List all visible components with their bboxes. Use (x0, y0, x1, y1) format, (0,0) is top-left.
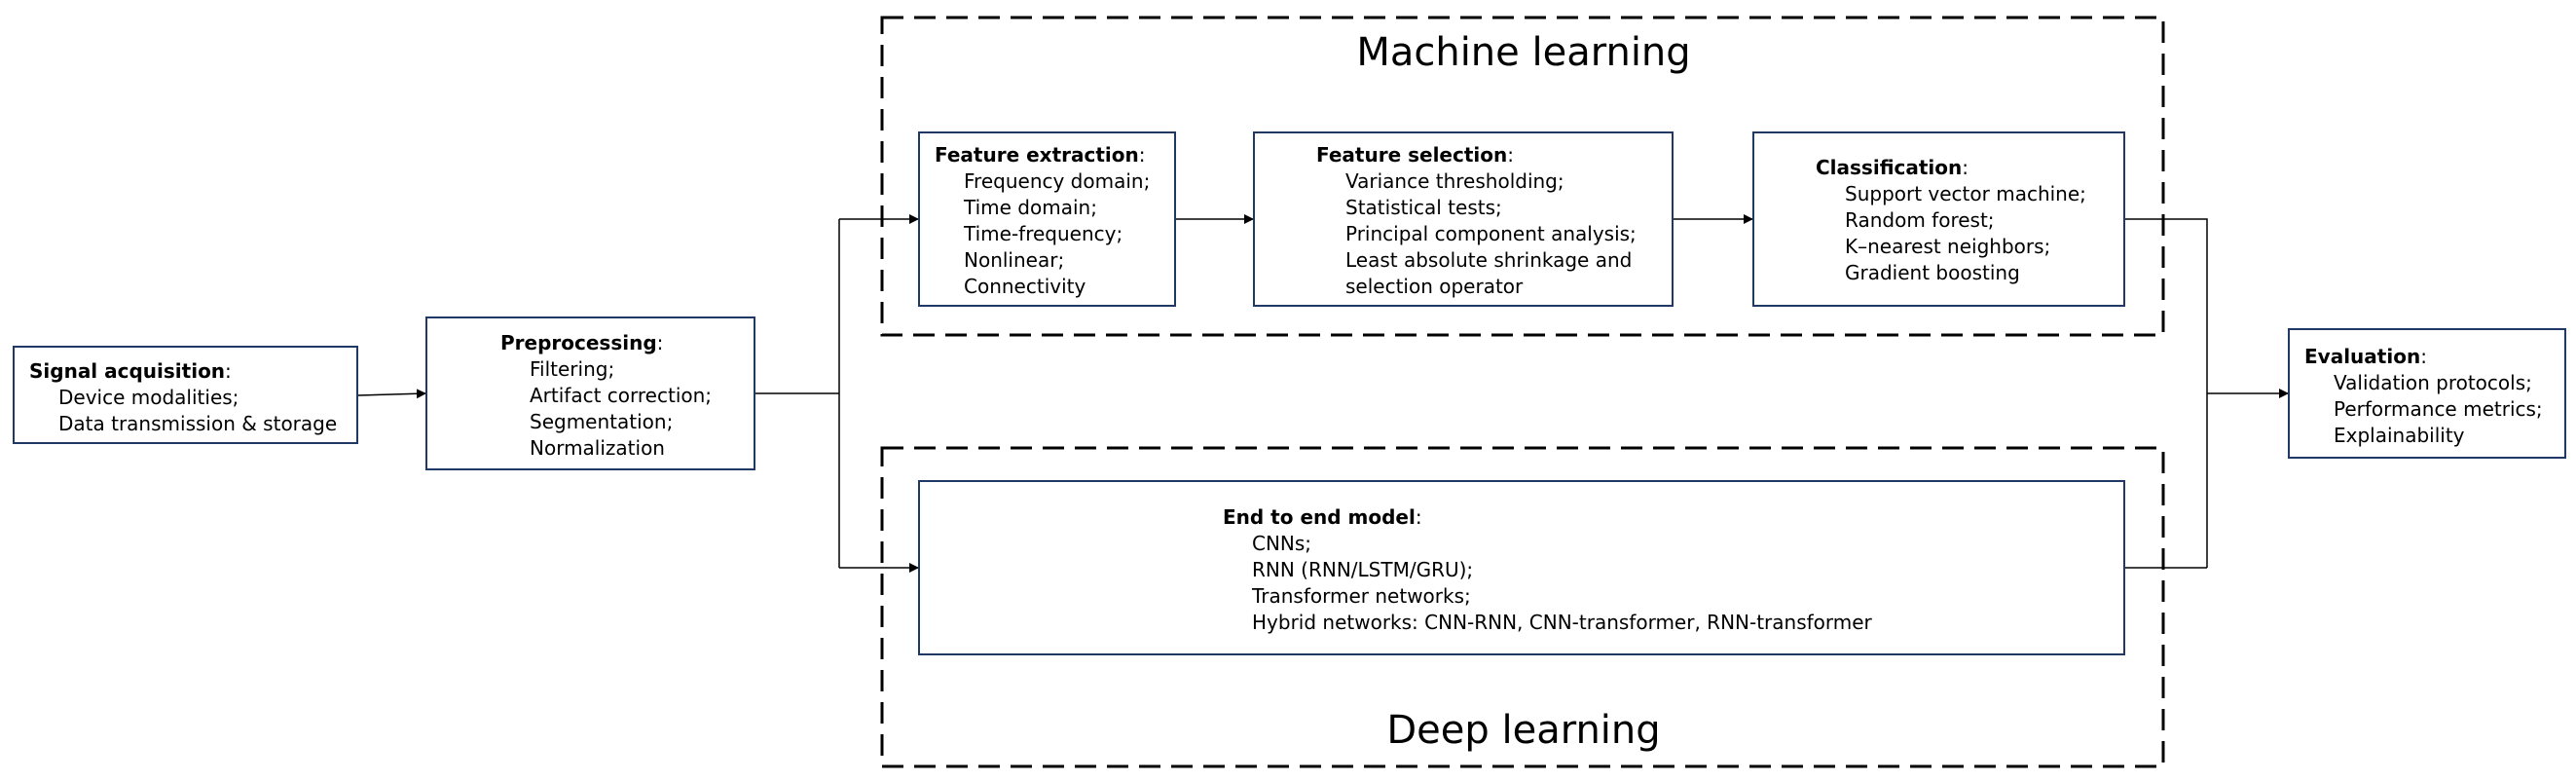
box-item: CNNs; (1252, 532, 1312, 555)
box-item: K–nearest neighbors; (1845, 235, 2051, 258)
box-heading: Feature selection: (1316, 142, 1672, 168)
box-item: Gradient boosting (1845, 261, 2020, 284)
box-title: Signal acquisition (29, 359, 226, 383)
box-item: Data transmission & storage (58, 412, 338, 435)
box-item-list: Validation protocols; Performance metrics… (2304, 370, 2564, 449)
box-title: Feature selection (1316, 143, 1508, 167)
box-title-colon: : (1415, 505, 1422, 529)
box-item: Least absolute shrinkage and (1345, 248, 1633, 272)
preprocessing-box: Preprocessing: Filtering; Artifact correc… (425, 316, 755, 470)
signal-acquisition-box: Signal acquisition: Device modalities; Da… (13, 346, 358, 444)
box-item: Performance metrics; (2334, 397, 2543, 421)
box-item: Explainability (2334, 424, 2465, 447)
box-item: Time domain; (964, 196, 1097, 219)
arrow-signal-to-preprocessing (357, 389, 426, 399)
box-heading: Preprocessing: (500, 330, 754, 356)
feature-extraction-box: Feature extraction: Frequency domain; Tim… (918, 131, 1176, 307)
box-item: Connectivity (964, 275, 1086, 298)
feature-selection-box: Feature selection: Variance thresholding… (1253, 131, 1674, 307)
box-item: Validation protocols; (2334, 371, 2532, 394)
box-title: Evaluation (2304, 345, 2421, 368)
box-item-list: Support vector machine; Random forest; K–n… (1816, 181, 2123, 286)
box-heading: Evaluation: (2304, 344, 2564, 370)
deep-learning-title: Deep learning (1386, 708, 1661, 753)
evaluation-box: Evaluation: Validation protocols; Perform… (2288, 328, 2566, 459)
box-item-list: Device modalities; Data transmission & st… (29, 385, 356, 437)
line-classification-to-merge (2125, 218, 2208, 568)
deep-learning-group-frame (880, 446, 2165, 768)
box-heading: Feature extraction: (935, 142, 1174, 168)
box-item-list: Frequency domain; Time domain; Time-freque… (935, 168, 1174, 300)
box-title: Classification (1816, 156, 1963, 179)
box-heading: Signal acquisition: (29, 358, 356, 385)
box-title-colon: : (1138, 143, 1146, 167)
box-item-list: CNNs; RNN (RNN/LSTM/GRU); Transformer netw… (1223, 531, 2123, 636)
box-title: Feature extraction (935, 143, 1139, 167)
box-title-colon: : (656, 331, 664, 354)
box-item: Artifact correction; (530, 384, 713, 407)
box-item: Segmentation; (530, 410, 674, 433)
machine-learning-group-frame (880, 16, 2165, 337)
box-item: Time-frequency; (964, 222, 1123, 245)
box-item: Normalization (530, 436, 665, 460)
box-item: Statistical tests; (1345, 196, 1502, 219)
box-item: Filtering; (530, 357, 615, 381)
box-title: End to end model (1223, 505, 1416, 529)
end-to-end-model-box: End to end model: CNNs; RNN (RNN/LSTM/GRU… (918, 480, 2125, 655)
box-item: RNN (RNN/LSTM/GRU); (1252, 558, 1474, 581)
box-item: Variance thresholding; (1345, 169, 1564, 193)
box-title-colon: : (1962, 156, 1969, 179)
box-item-list: Variance thresholding; Statistical tests;… (1316, 168, 1672, 300)
box-heading: End to end model: (1223, 504, 2123, 531)
box-item-list: Filtering; Artifact correction; Segmentati… (500, 356, 754, 462)
box-item: Device modalities; (58, 386, 239, 409)
machine-learning-title: Machine learning (1356, 30, 1691, 75)
box-item: Hybrid networks: CNN-RNN, CNN-transforme… (1252, 611, 1872, 634)
box-item: Nonlinear; (964, 248, 1065, 272)
box-title: Preprocessing (500, 331, 657, 354)
box-title-colon: : (1507, 143, 1514, 167)
box-item: Frequency domain; (964, 169, 1151, 193)
box-item: Principal component analysis; (1345, 222, 1637, 245)
box-item: Transformer networks; (1252, 584, 1471, 608)
box-item: Random forest; (1845, 208, 1995, 232)
box-item: Support vector machine; (1845, 182, 2086, 205)
box-title-colon: : (2420, 345, 2427, 368)
box-heading: Classification: (1816, 155, 2123, 181)
box-item: selection operator (1345, 275, 1524, 298)
classification-box: Classification: Support vector machine; R… (1752, 131, 2125, 307)
box-title-colon: : (225, 359, 232, 383)
